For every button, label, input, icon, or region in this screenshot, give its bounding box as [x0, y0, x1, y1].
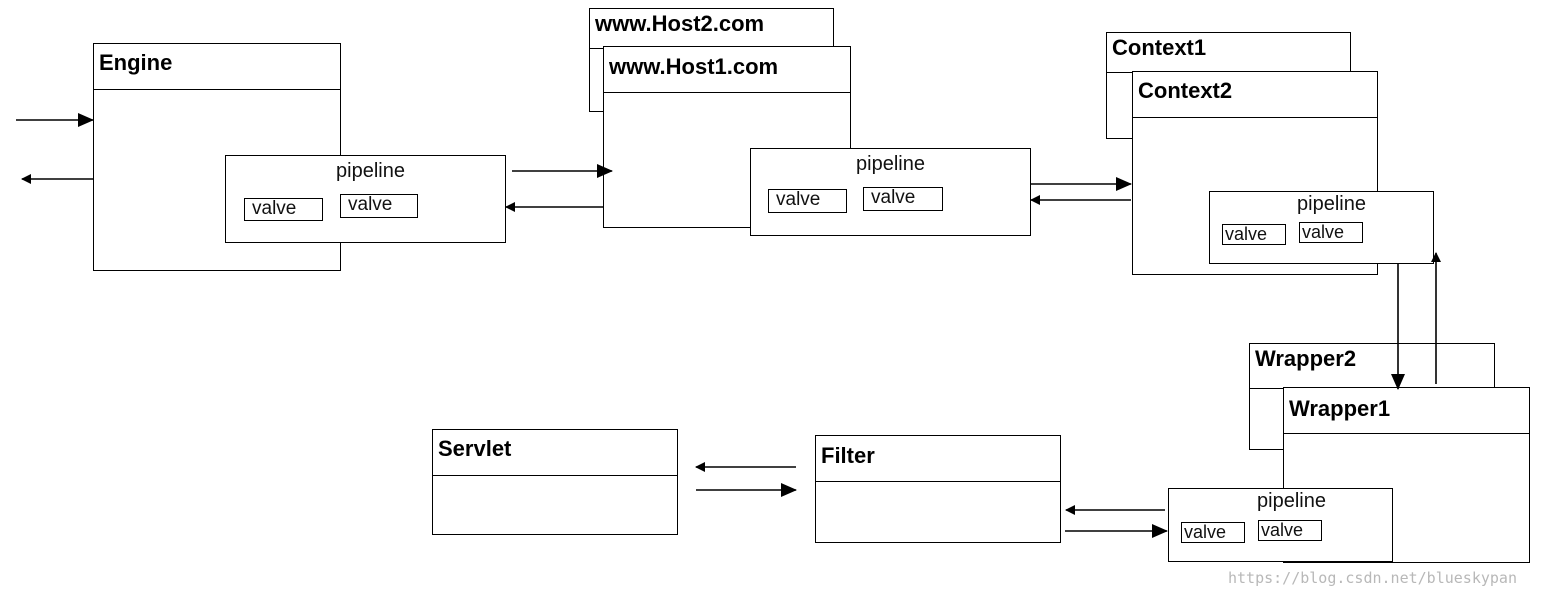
engine-valve-1: valve: [244, 198, 323, 221]
context-valve-1: valve: [1222, 224, 1286, 245]
host1-title: www.Host1.com: [604, 47, 850, 93]
wrapper-pipeline-label: pipeline: [1257, 490, 1326, 512]
engine-pipeline-label: pipeline: [336, 160, 405, 182]
host-valve-2: valve: [863, 187, 943, 211]
host-valve-1: valve: [768, 189, 847, 213]
wrapper1-title: Wrapper1: [1284, 388, 1529, 434]
context-valve-2: valve: [1299, 222, 1363, 243]
context2-title: Context2: [1133, 72, 1377, 118]
engine-valve-2: valve: [340, 194, 418, 218]
watermark-url: https://blog.csdn.net/blueskypan: [1228, 569, 1517, 587]
engine-title: Engine: [94, 44, 340, 90]
context-pipeline-label: pipeline: [1297, 193, 1366, 215]
filter-title: Filter: [816, 436, 1060, 482]
host-pipeline-label: pipeline: [856, 153, 925, 175]
wrapper-valve-2: valve: [1258, 520, 1322, 541]
context-pipeline: pipeline valve valve: [1209, 191, 1434, 264]
filter-box: Filter: [815, 435, 1061, 543]
host-pipeline: pipeline valve valve: [750, 148, 1031, 236]
servlet-title: Servlet: [433, 430, 677, 476]
wrapper-pipeline: pipeline valve valve: [1168, 488, 1393, 562]
engine-pipeline: pipeline valve valve: [225, 155, 506, 243]
wrapper-valve-1: valve: [1181, 522, 1245, 543]
servlet-box: Servlet: [432, 429, 678, 535]
